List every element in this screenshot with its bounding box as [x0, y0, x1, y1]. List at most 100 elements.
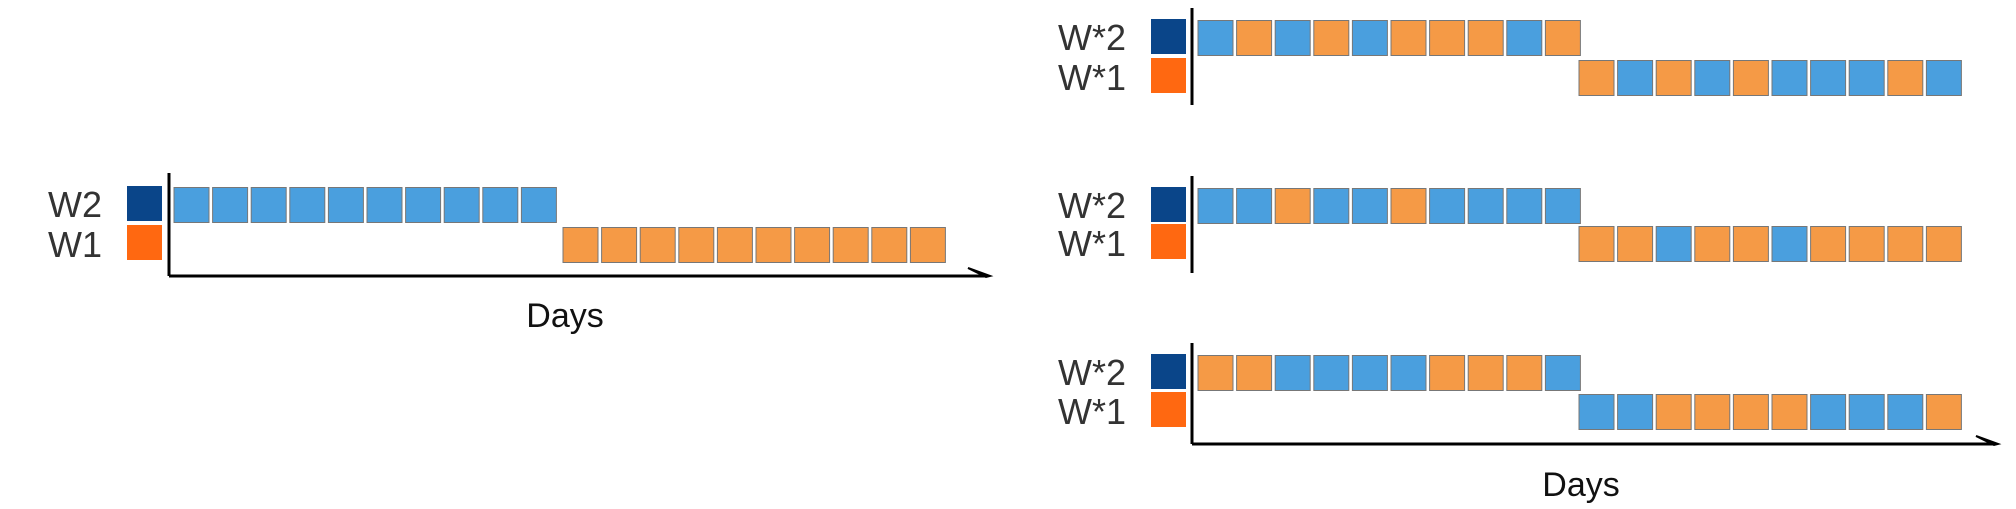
top-row-cell-1-blue [1197, 20, 1234, 56]
top-row-cell-1-orange [1197, 355, 1234, 391]
row-label-top: W*2 [1058, 17, 1126, 58]
row-label-bottom: W*1 [1058, 223, 1126, 264]
row-label-top: W*2 [1058, 185, 1126, 226]
bottom-row-cell-4-orange [678, 227, 715, 263]
top-row-cell-10-blue [1544, 188, 1581, 224]
top-row-cell-3-blue [1274, 20, 1311, 56]
top-row-cell-9-blue [1506, 188, 1543, 224]
bottom-row-cell-8-orange [1848, 226, 1885, 262]
bottom-row-cell-2-blue [1617, 60, 1654, 96]
top-row-cell-6-orange [1390, 20, 1427, 56]
panel-shuffled-1: W*2W*1 [1058, 8, 1962, 105]
top-row-cell-4-orange [1313, 20, 1350, 56]
legend-swatch-top [1151, 19, 1186, 54]
bottom-row-cell-9-orange [871, 227, 908, 263]
bottom-row-cell-10-orange [909, 227, 946, 263]
top-row-cell-4-blue [1313, 188, 1350, 224]
top-row-cell-5-blue [327, 187, 364, 223]
top-row-cell-2-blue [212, 187, 249, 223]
top-row-cell-3-blue [1274, 355, 1311, 391]
axis-label-days: Days [526, 297, 603, 335]
bottom-row-cell-3-blue [1655, 226, 1692, 262]
bottom-row-cell-4-orange [1694, 226, 1731, 262]
bottom-row-cell-7-orange [794, 227, 831, 263]
bottom-row-cell-10-orange [1925, 394, 1962, 430]
bottom-row-cell-10-blue [1925, 60, 1962, 96]
top-row-cell-3-orange [1274, 188, 1311, 224]
top-row-cell-6-orange [1390, 188, 1427, 224]
bottom-row-cell-3-orange [639, 227, 676, 263]
top-row-cell-8-blue [1467, 188, 1504, 224]
bottom-row-cell-8-orange [832, 227, 869, 263]
top-row-cell-10-blue [1544, 355, 1581, 391]
top-row-cell-2-orange [1236, 355, 1273, 391]
bottom-row-cell-8-blue [1848, 394, 1885, 430]
legend-swatch-bottom [1151, 224, 1186, 259]
top-row-cell-7-blue [1429, 188, 1466, 224]
bottom-row-cell-9-orange [1887, 60, 1924, 96]
bottom-row-cell-8-blue [1848, 60, 1885, 96]
bottom-row-cell-6-orange [1771, 394, 1808, 430]
panel-shuffled-2: W*2W*1 [1058, 176, 1962, 273]
bottom-row-cell-9-blue [1887, 394, 1924, 430]
top-row-cell-7-blue [405, 187, 442, 223]
bottom-row-cell-3-orange [1655, 60, 1692, 96]
top-row-cell-10-blue [520, 187, 557, 223]
bottom-row-cell-1-orange [1578, 60, 1615, 96]
bottom-row-cell-1-blue [1578, 394, 1615, 430]
top-row-cell-2-blue [1236, 188, 1273, 224]
legend-swatch-top [127, 186, 162, 221]
top-row-cell-6-blue [1390, 355, 1427, 391]
bottom-row-cell-1-orange [1578, 226, 1615, 262]
bottom-row-cell-5-orange [716, 227, 753, 263]
top-row-cell-1-blue [1197, 188, 1234, 224]
top-row-cell-8-orange [1467, 20, 1504, 56]
row-label-bottom: W*1 [1058, 391, 1126, 432]
legend-swatch-top [1151, 187, 1186, 222]
top-row-cell-8-blue [443, 187, 480, 223]
bottom-row-cell-2-orange [601, 227, 638, 263]
row-label-bottom: W*1 [1058, 57, 1126, 98]
top-row-cell-9-orange [1506, 355, 1543, 391]
top-row-cell-10-orange [1544, 20, 1581, 56]
bottom-row-cell-7-blue [1810, 60, 1847, 96]
top-row-cell-5-blue [1351, 355, 1388, 391]
axis-arrow-icon [1975, 435, 2002, 447]
bottom-row-cell-7-orange [1810, 226, 1847, 262]
top-row-cell-5-blue [1351, 20, 1388, 56]
bottom-row-cell-5-orange [1732, 60, 1769, 96]
top-row-cell-9-blue [482, 187, 519, 223]
row-label-top: W2 [48, 184, 102, 225]
bottom-row-cell-2-blue [1617, 394, 1654, 430]
axis-label-days: Days [1542, 466, 1619, 504]
bottom-row-cell-4-blue [1694, 60, 1731, 96]
top-row-cell-8-orange [1467, 355, 1504, 391]
legend-swatch-bottom [1151, 58, 1186, 93]
legend-swatch-top [1151, 354, 1186, 389]
bottom-row-cell-5-orange [1732, 226, 1769, 262]
top-row-cell-5-blue [1351, 188, 1388, 224]
bottom-row-cell-6-blue [1771, 60, 1808, 96]
top-row-cell-9-blue [1506, 20, 1543, 56]
row-label-bottom: W1 [48, 224, 102, 265]
top-row-cell-4-blue [289, 187, 326, 223]
bottom-row-cell-2-orange [1617, 226, 1654, 262]
top-row-cell-4-blue [1313, 355, 1350, 391]
bottom-row-cell-6-blue [1771, 226, 1808, 262]
bottom-row-cell-5-orange [1732, 394, 1769, 430]
legend-swatch-bottom [127, 225, 162, 260]
top-row-cell-2-orange [1236, 20, 1273, 56]
row-label-top: W*2 [1058, 352, 1126, 393]
bottom-row-cell-1-orange [562, 227, 599, 263]
top-row-cell-3-blue [250, 187, 287, 223]
top-row-cell-1-blue [173, 187, 210, 223]
bottom-row-cell-10-orange [1925, 226, 1962, 262]
axis-arrow-icon [967, 267, 994, 279]
top-row-cell-6-blue [366, 187, 403, 223]
legend-swatch-bottom [1151, 392, 1186, 427]
bottom-row-cell-3-orange [1655, 394, 1692, 430]
top-row-cell-7-orange [1429, 355, 1466, 391]
